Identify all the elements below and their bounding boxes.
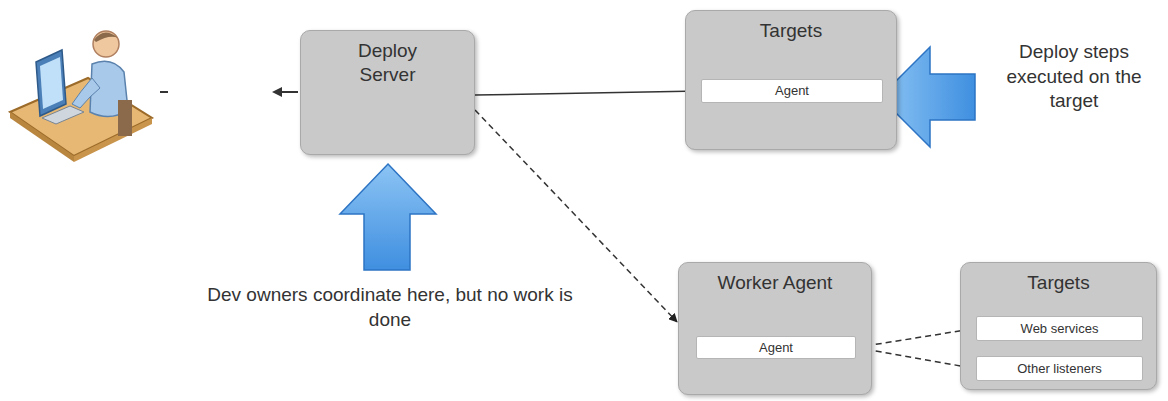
person-at-desk bbox=[10, 31, 152, 162]
box-heading: Deploy Server bbox=[333, 39, 443, 87]
bar-label: Agent bbox=[702, 83, 882, 99]
box-heading: Targets bbox=[961, 271, 1156, 295]
target-box: TargetsWeb servicesOther listeners bbox=[960, 262, 1157, 390]
agent-bar: Agent bbox=[701, 79, 883, 103]
dashed-connector bbox=[856, 348, 975, 369]
target-box: TargetsAgent bbox=[685, 10, 897, 150]
note-text: Deploy steps executed on the target bbox=[982, 40, 1166, 114]
bar-label: Agent bbox=[697, 340, 855, 356]
box-heading: Worker Agent bbox=[679, 271, 871, 295]
server-box: Deploy Server bbox=[300, 30, 475, 155]
bar-label: Web services bbox=[977, 321, 1142, 337]
callout-arrow-up bbox=[340, 164, 436, 270]
listener-bar: Other listeners bbox=[976, 356, 1143, 381]
connector bbox=[475, 91, 700, 95]
agent-bar: Agent bbox=[696, 336, 856, 359]
box-heading: Targets bbox=[686, 19, 896, 43]
bar-label: Other listeners bbox=[977, 361, 1142, 377]
note-text: Dev owners coordinate here, but no work … bbox=[200, 283, 580, 332]
worker-box: Worker AgentAgent bbox=[678, 262, 872, 395]
service-bar: Web services bbox=[976, 316, 1143, 341]
leader-arrow bbox=[160, 87, 298, 97]
dashed-connector bbox=[856, 329, 975, 348]
